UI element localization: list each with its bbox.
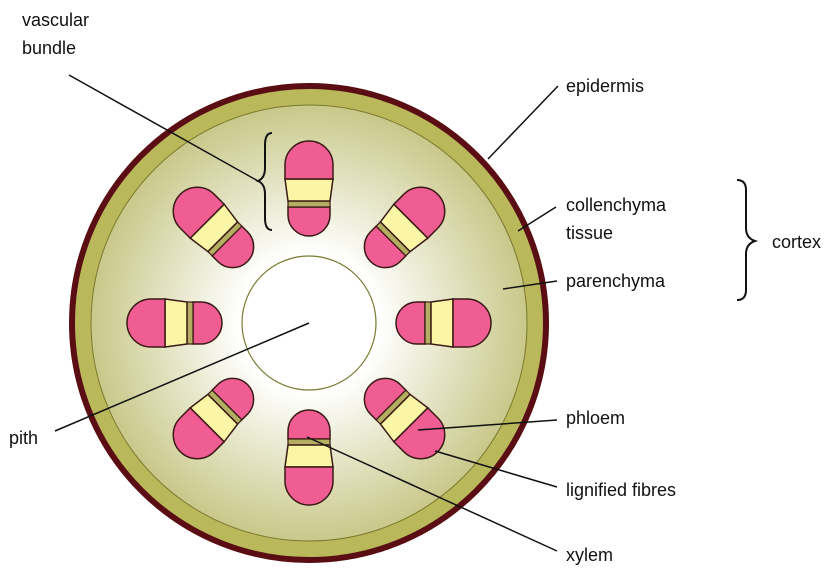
vascular-bundle	[127, 299, 222, 347]
cambium-band	[425, 302, 431, 344]
label-parenchyma: parenchyma	[566, 271, 666, 291]
leader-epidermis	[488, 86, 558, 159]
cortex-brace	[737, 180, 755, 300]
cambium-band	[288, 201, 330, 207]
cambium-band	[187, 302, 193, 344]
vascular-bundle	[285, 141, 333, 236]
label-xylem: xylem	[566, 545, 613, 565]
label-cortex: cortex	[772, 232, 821, 252]
phloem-band	[431, 299, 453, 347]
vascular-bundle	[285, 410, 333, 505]
vascular-bundle	[396, 299, 491, 347]
label-vascular-bundle-1: vascular	[22, 10, 89, 30]
label-collenchyma-2: tissue	[566, 223, 613, 243]
label-pith: pith	[9, 428, 38, 448]
phloem-band	[165, 299, 187, 347]
label-phloem: phloem	[566, 408, 625, 428]
phloem-band	[285, 179, 333, 201]
label-lignified-fibres: lignified fibres	[566, 480, 676, 500]
label-collenchyma-1: collenchyma	[566, 195, 667, 215]
phloem-band	[285, 445, 333, 467]
label-epidermis: epidermis	[566, 76, 644, 96]
label-vascular-bundle-2: bundle	[22, 38, 76, 58]
